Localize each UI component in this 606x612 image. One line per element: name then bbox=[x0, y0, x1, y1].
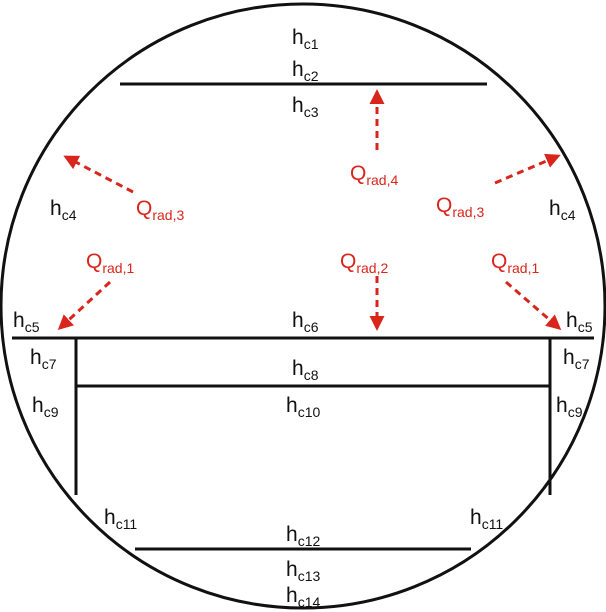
label-hc1: hc1 bbox=[292, 26, 319, 52]
label-hc11-left: hc11 bbox=[104, 506, 137, 532]
arrow-qrad1-right bbox=[505, 280, 562, 330]
label-qrad1-right: Qrad,1 bbox=[491, 250, 539, 276]
label-qrad1-left: Qrad,1 bbox=[86, 250, 134, 276]
label-hc12: hc12 bbox=[286, 523, 320, 549]
label-hc4-right: hc4 bbox=[549, 197, 576, 223]
label-hc4-left: hc4 bbox=[50, 197, 77, 223]
label-hc14: hc14 bbox=[286, 584, 320, 610]
label-hc5-right: hc5 bbox=[566, 309, 593, 335]
label-hc6: hc6 bbox=[292, 309, 319, 335]
label-hc11-right: hc11 bbox=[470, 506, 503, 532]
label-qrad2: Qrad,2 bbox=[340, 250, 388, 276]
label-hc5-left: hc5 bbox=[13, 309, 40, 335]
label-hc8: hc8 bbox=[292, 357, 319, 383]
label-hc9-left: hc9 bbox=[32, 394, 59, 420]
arrow-qrad1-left bbox=[57, 280, 112, 331]
label-hc13: hc13 bbox=[286, 558, 320, 584]
label-qrad4: Qrad,4 bbox=[350, 162, 398, 188]
label-hc2: hc2 bbox=[292, 58, 319, 84]
label-hc10: hc10 bbox=[286, 394, 320, 420]
label-qrad3-right: Qrad,3 bbox=[436, 194, 484, 220]
label-qrad3-left: Qrad,3 bbox=[136, 197, 184, 223]
arrow-qrad3-left bbox=[63, 155, 134, 194]
label-hc9-right: hc9 bbox=[556, 394, 583, 420]
label-hc7-left: hc7 bbox=[30, 346, 57, 372]
label-hc3: hc3 bbox=[292, 94, 319, 120]
arrow-qrad3-right bbox=[494, 153, 561, 185]
label-hc7-right: hc7 bbox=[563, 346, 590, 372]
